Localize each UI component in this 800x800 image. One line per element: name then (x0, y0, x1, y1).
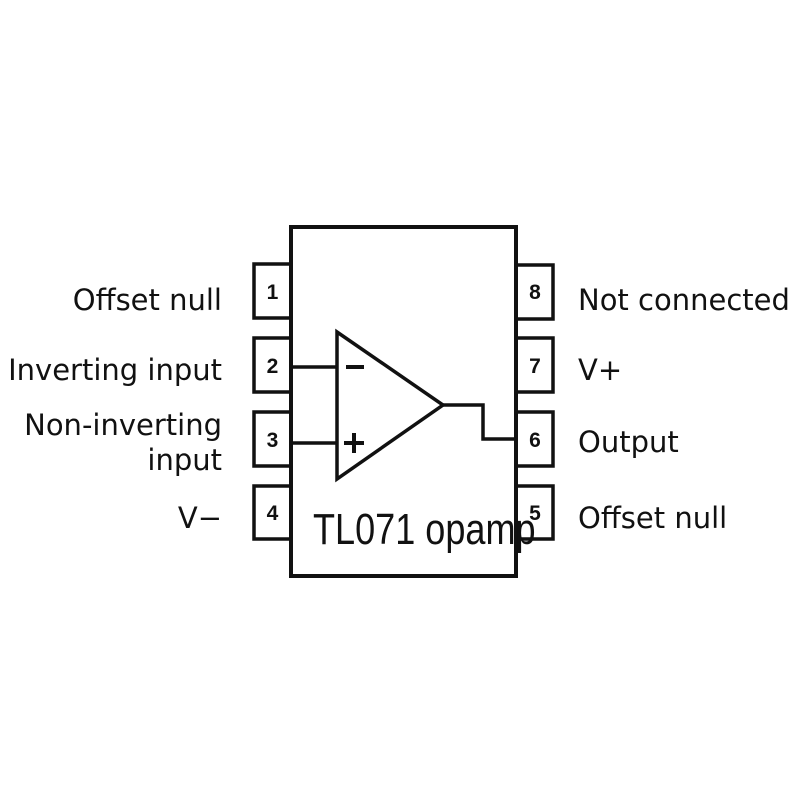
pin-1: 1 (252, 262, 293, 320)
pin-1-label: Offset null (73, 283, 222, 317)
pin-2-box (252, 336, 293, 394)
pin-6-label: Output (578, 425, 679, 459)
pin-6-number: 6 (529, 429, 541, 452)
pin-8-number: 8 (529, 281, 541, 304)
pin-2-number: 2 (267, 355, 279, 378)
chip-label-group: TL071 opamp (313, 505, 536, 554)
pin-6: 6 (514, 410, 555, 468)
pin-8: 8 (514, 263, 555, 321)
pin-3-number: 3 (267, 429, 279, 452)
pin-4-box (252, 484, 293, 541)
pin-3-label-line1: Non-inverting (24, 408, 222, 442)
pin-1-box (252, 262, 293, 320)
pin-7-label: V+ (578, 353, 622, 387)
pin-5-label: Offset null (578, 501, 727, 535)
pin-4-number: 4 (267, 502, 279, 525)
pin-3-label-line2: input (147, 443, 222, 477)
pin-3: 3 (252, 410, 293, 468)
pin-2-label: Inverting input (8, 353, 222, 387)
pin-2: 2 (252, 336, 293, 394)
pin-7: 7 (514, 336, 555, 394)
pin-5-number: 5 (529, 502, 541, 525)
plus-sign-icon (344, 433, 364, 453)
pin-7-box (514, 336, 555, 394)
output-wire (443, 403, 516, 441)
chip-label: TL071 opamp (313, 505, 536, 554)
pin-1-number: 1 (267, 281, 279, 304)
pin-8-label: Not connected (578, 283, 790, 317)
pin-4: 4 (252, 484, 293, 541)
minus-sign-icon (346, 365, 364, 369)
pin-7-number: 7 (529, 355, 541, 378)
pin-4-label: V− (178, 501, 222, 535)
